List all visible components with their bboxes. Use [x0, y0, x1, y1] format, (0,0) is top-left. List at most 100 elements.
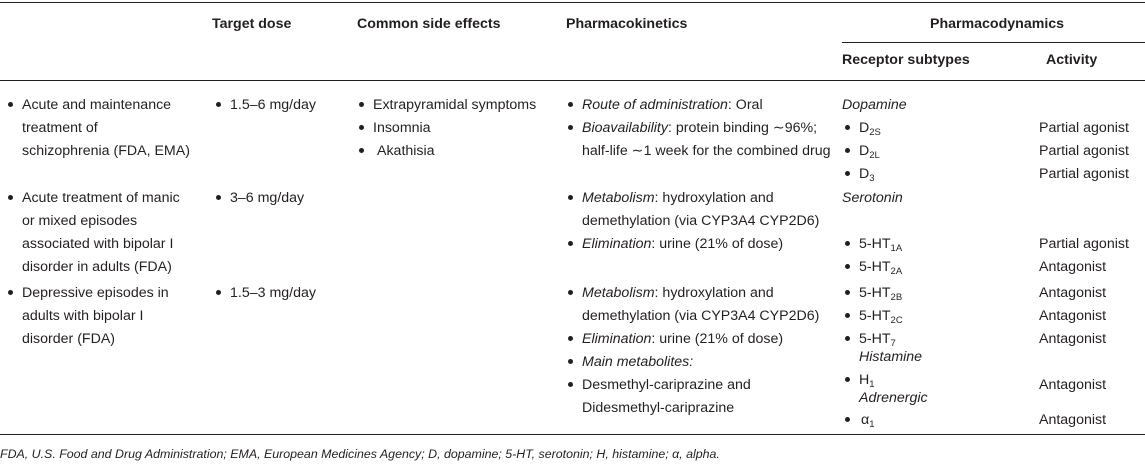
pk-met-label: Metabolism [582, 190, 655, 206]
receptor-h1-sub: 1 [869, 379, 875, 390]
receptor-5ht2b: 5-HT2B [859, 285, 903, 303]
pk-bullet [568, 102, 573, 107]
side-effect-bullet [359, 102, 364, 107]
pk-bullet [568, 382, 573, 387]
header-target-dose: Target dose [212, 16, 292, 32]
receptor-d2s: D2S [859, 120, 881, 138]
receptor-h1: H1 [859, 372, 875, 390]
receptor-5ht1a: 5-HT1A [859, 236, 903, 254]
dose-3: 1.5–3 mg/day [230, 285, 316, 301]
header-side-effects: Common side effects [357, 16, 501, 32]
receptor-5ht7-sub: 7 [890, 338, 896, 349]
dose-1: 1.5–6 mg/day [230, 97, 316, 113]
indication-2-line-1: Acute treatment of manic [22, 190, 180, 206]
pk-bio-label: Bioavailability [582, 120, 668, 136]
activity-5ht2c: Antagonist [1039, 308, 1107, 324]
pk-bullet [568, 241, 573, 246]
indication-2-line-3: associated with bipolar I [22, 236, 174, 252]
indication-3-line-3: disorder (FDA) [22, 331, 116, 347]
pk-bio-line-2: half-life ∼1 week for the combined drug [582, 143, 831, 159]
header-rule [0, 80, 1145, 81]
receptor-bullet [845, 417, 850, 422]
pk-metabolism: Metabolism: hydroxylation and [582, 286, 774, 300]
pk-bullet [568, 125, 573, 130]
receptor-5ht2b-sub: 2B [890, 292, 903, 303]
dose-2: 3–6 mg/day [230, 190, 305, 206]
receptor-alpha1-sub: 1 [869, 419, 875, 430]
receptor-bullet [845, 336, 850, 341]
pk-main-metabolite-1: Desmethyl-cariprazine and [582, 377, 751, 393]
pk-route: Route of administration: Oral [582, 98, 763, 112]
pk-met-line-2: demethylation (via CYP3A4 CYP2D6) [582, 213, 820, 229]
pk-main-metabolites-label: Main metabolites: [582, 354, 694, 370]
header-activity: Activity [1046, 52, 1098, 68]
bottom-rule [0, 434, 1145, 435]
indication-bullet [8, 290, 13, 295]
pk-bullet [568, 195, 573, 200]
receptor-d2s-base: D [859, 120, 870, 136]
receptor-group-adrenergic: Adrenergic [859, 390, 928, 406]
receptor-5ht1a-sub: 1A [890, 243, 903, 254]
activity-5ht2b: Antagonist [1039, 285, 1107, 301]
activity-5ht7: Antagonist [1039, 331, 1107, 347]
activity-alpha1: Antagonist [1039, 412, 1107, 428]
receptor-5ht7-base: 5-HT [859, 331, 891, 347]
dose-bullet [216, 290, 221, 295]
pk-elimination: Elimination: urine (21% of dose) [582, 332, 783, 346]
header-receptor-subtypes: Receptor subtypes [842, 52, 970, 68]
receptor-bullet [845, 313, 850, 318]
receptor-5ht2c: 5-HT2C [859, 308, 903, 325]
side-effect-3: Akathisia [377, 143, 435, 159]
receptor-5ht1a-base: 5-HT [859, 236, 891, 252]
indication-1-line-2: treatment of [22, 120, 98, 136]
receptor-group-serotonin: Serotonin [842, 190, 903, 206]
receptor-bullet [845, 148, 850, 153]
indication-3-line-1: Depressive episodes in [22, 285, 169, 301]
pk-elimination: Elimination: urine (21% of dose) [582, 237, 783, 251]
top-rule [0, 2, 1145, 3]
activity-5ht1a: Partial agonist [1039, 236, 1129, 252]
receptor-d3-base: D [859, 166, 870, 182]
indication-1-line-1: Acute and maintenance [22, 97, 172, 113]
receptor-group-dopamine: Dopamine [842, 97, 907, 113]
pharmacodynamics-underline [842, 42, 1145, 43]
table-footnote: FDA, U.S. Food and Drug Administration; … [0, 447, 720, 461]
pk-met-value: : hydroxylation and [654, 285, 774, 301]
receptor-d2s-sub: 2S [869, 127, 881, 138]
side-effect-1: Extrapyramidal symptoms [373, 97, 537, 113]
side-effect-2: Insomnia [373, 120, 431, 136]
indication-3-line-2: adults with bipolar I [22, 308, 144, 324]
header-pharmacodynamics: Pharmacodynamics [930, 16, 1065, 32]
receptor-5ht2a: 5-HT2A [859, 260, 902, 276]
receptor-bullet [845, 171, 850, 176]
indication-2-line-4: disorder in adults (FDA) [22, 259, 172, 275]
receptor-bullet [845, 290, 850, 295]
pk-metabolism: Metabolism: hydroxylation and [582, 191, 774, 205]
indication-bullet [8, 195, 13, 200]
header-pharmacokinetics: Pharmacokinetics [566, 16, 688, 32]
dose-bullet [216, 102, 221, 107]
side-effect-bullet [359, 148, 364, 153]
pk-route-label: Route of administration [582, 97, 728, 113]
activity-d2l: Partial agonist [1039, 143, 1129, 159]
receptor-d2l-sub: 2L [869, 150, 880, 161]
pk-main-metabolite-2: Didesmethyl-cariprazine [582, 400, 735, 416]
activity-d2s: Partial agonist [1039, 120, 1129, 136]
receptor-bullet [845, 264, 850, 269]
pk-elim-value: : urine (21% of dose) [651, 331, 784, 347]
activity-d3: Partial agonist [1039, 166, 1129, 182]
receptor-alpha1-base: α [861, 412, 870, 428]
pk-met-label: Metabolism [582, 285, 655, 301]
pk-bullet [568, 336, 573, 341]
pk-elim-value: : urine (21% of dose) [651, 236, 784, 252]
pk-bioavailability: Bioavailability: protein binding ∼96%; [582, 121, 817, 135]
indication-bullet [8, 102, 13, 107]
pk-route-value: : Oral [727, 97, 763, 113]
receptor-5ht2b-base: 5-HT [859, 285, 891, 301]
receptor-d3: D3 [859, 166, 875, 183]
pk-bullet [568, 290, 573, 295]
activity-5ht2a: Antagonist [1039, 259, 1107, 275]
receptor-h1-base: H [859, 372, 870, 388]
receptor-bullet [845, 377, 850, 382]
receptor-5ht2c-base: 5-HT [859, 308, 891, 324]
